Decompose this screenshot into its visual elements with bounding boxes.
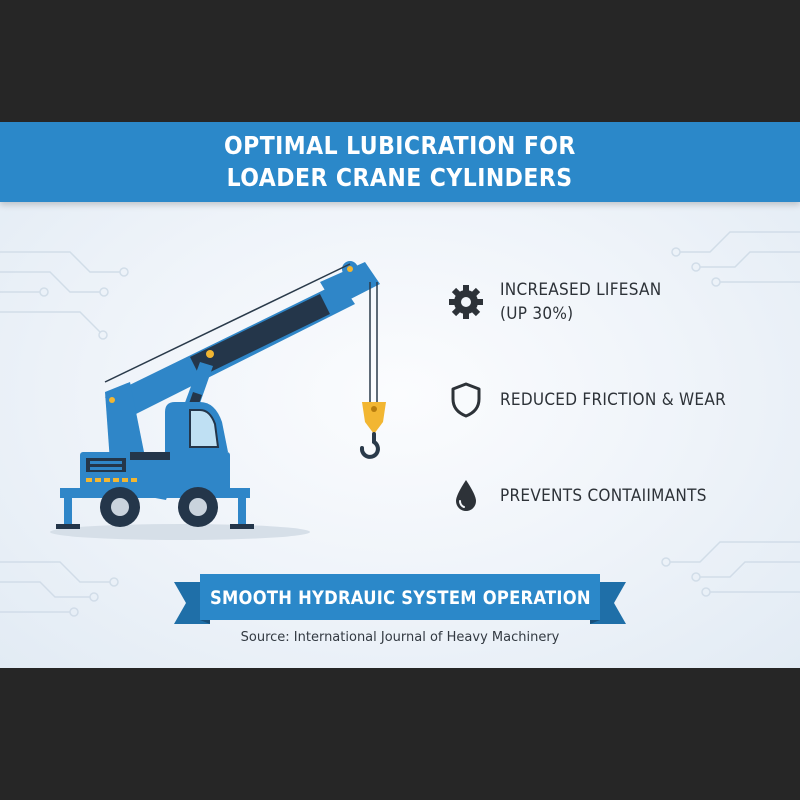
loader-crane-illustration [50, 261, 386, 540]
title-line-1: OPTIMAL LUBICRATION FOR [224, 131, 576, 160]
ribbon-banner [174, 574, 626, 624]
letterbox-bottom [0, 668, 800, 800]
title-banner: OPTIMAL LUBICRATION FOR LOADER CRANE CYL… [0, 122, 800, 202]
droplet-icon [446, 476, 486, 516]
infographic-panel: OPTIMAL LUBICRATION FOR LOADER CRANE CYL… [0, 122, 800, 668]
banner-text: SMOOTH HYDRAUIC SYSTEM OPERATION [209, 587, 591, 609]
title-line-2: LOADER CRANE CYLINDERS [227, 163, 573, 192]
letterbox-top [0, 0, 800, 122]
feature-label: INCREASED LIFESAN (UP 30%) [500, 280, 662, 324]
gear-icon [446, 282, 486, 322]
shield-icon [446, 380, 486, 420]
source-citation: Source: International Journal of Heavy M… [240, 630, 560, 645]
feature-label: PREVENTS CONTAIIMANTS [500, 486, 707, 506]
feature-prevents-contaminants: PREVENTS CONTAIIMANTS [446, 476, 730, 516]
circuit-pattern-decoration [0, 231, 800, 617]
feature-reduced-friction: REDUCED FRICTION & WEAR [446, 380, 751, 420]
feature-label: REDUCED FRICTION & WEAR [500, 390, 727, 410]
feature-increased-lifespan: INCREASED LIFESAN (UP 30%) [446, 278, 679, 326]
